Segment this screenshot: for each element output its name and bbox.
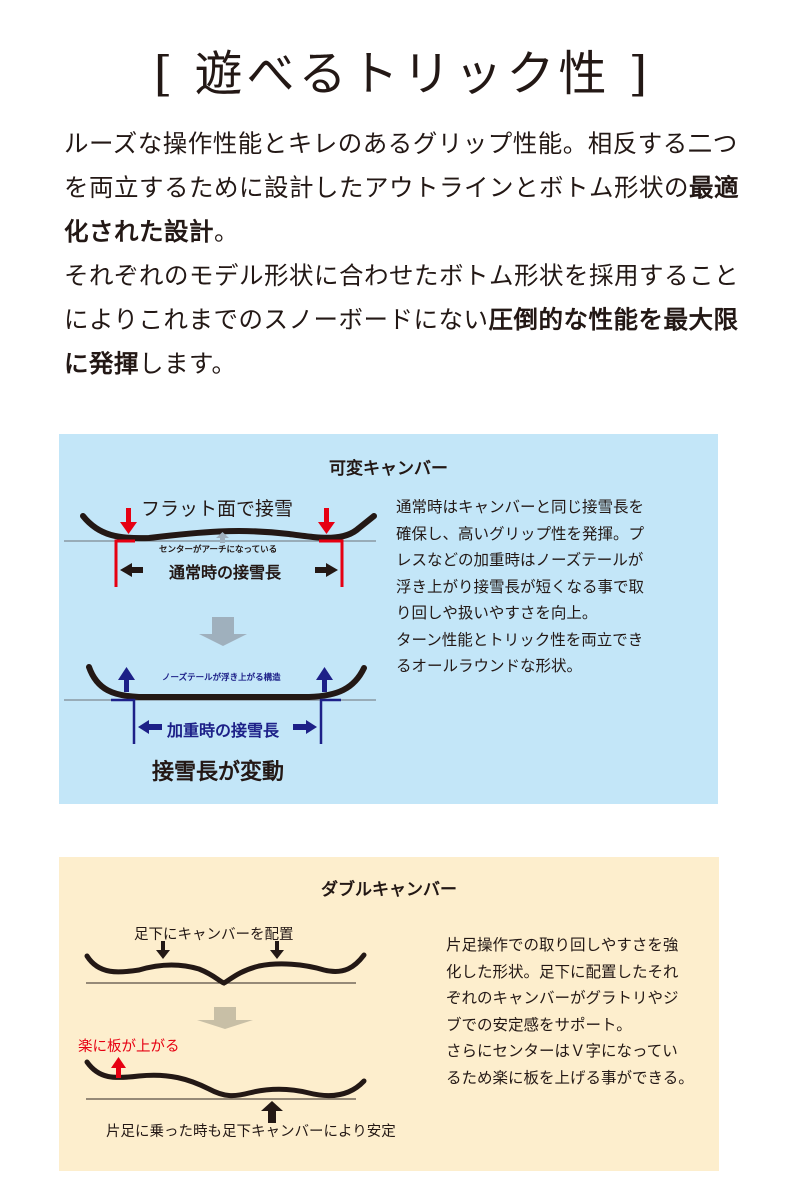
board-profile-icon xyxy=(80,513,377,542)
horizontal-arrow-icon xyxy=(120,563,338,577)
transition-arrow-icon xyxy=(199,617,247,646)
description-line: 確保し、高いグリップ性を発揮。プ xyxy=(396,524,645,543)
contact-length-bracket xyxy=(111,698,341,744)
flat-contact-label: フラット面で接雪 xyxy=(141,498,294,520)
variable-camber-panel: 可変キャンバー xyxy=(59,434,718,804)
description-line: さらにセンターはＶ字になってい xyxy=(446,1042,678,1060)
description-line: ターン性能とトリック性を両立でき xyxy=(396,630,644,649)
variable-camber-description: 通常時はキャンバーと同じ接雪長を 確保し、高いグリップ性を発揮。プ レスなどの加… xyxy=(396,494,706,680)
intro-emphasis: 最適化された設計 xyxy=(64,173,739,246)
intro-text: ルーズな操作性能とキレのあるグリップ性能。相反する二つを両立するために設計したア… xyxy=(64,129,738,202)
bracket-close: ] xyxy=(628,46,652,102)
double-camber-panel: ダブルキャンバー 足下にキャンバーを配置 楽に板が上 xyxy=(59,857,719,1171)
intro-text: します。 xyxy=(139,349,237,378)
intro-text: それぞれのモデル形状に合わせたボトム形状を採用することによりこれまでのスノーボー… xyxy=(64,261,739,334)
transition-arrow-icon xyxy=(197,1007,253,1029)
intro-para-1: ルーズな操作性能とキレのあるグリップ性能。相反する二つを両立するために設計したア… xyxy=(64,122,744,254)
variable-camber-diagram xyxy=(64,508,377,744)
intro-para-2: それぞれのモデル形状に合わせたボトム形状を採用することによりこれまでのスノーボー… xyxy=(64,254,744,386)
up-arrow-icon xyxy=(111,1057,126,1078)
easy-lift-label: 楽に板が上がる xyxy=(78,1039,180,1055)
nose-tail-lift-note: ノーズテールが浮き上がる構造 xyxy=(162,673,281,683)
contact-length-varies-label: 接雪長が変動 xyxy=(152,760,285,785)
camber-under-feet-label: 足下にキャンバーを配置 xyxy=(134,927,294,943)
intro-text: 。 xyxy=(214,217,239,246)
panel-title: ダブルキャンバー xyxy=(321,880,457,900)
contact-length-bracket xyxy=(114,539,344,587)
double-camber-description: 片足操作での取り回しやすさを強 化した形状。足下に配置したそれ ぞれのキャンバー… xyxy=(446,932,716,1091)
description-line: るオールラウンドな形状。 xyxy=(396,657,583,675)
up-arrow-icon xyxy=(118,667,333,692)
description-line: 化した形状。足下に配置したそれ xyxy=(446,962,679,981)
down-arrow-icon xyxy=(120,508,335,534)
up-arrow-icon xyxy=(216,532,229,543)
description-line: るため楽に板を上げる事ができる。 xyxy=(446,1068,694,1087)
double-camber-diagram xyxy=(84,941,367,1123)
intro-emphasis: 圧倒的な性能を最大限に発揮 xyxy=(64,305,739,378)
center-arch-note: センターがアーチになっている xyxy=(159,545,278,555)
description-line: 片足操作での取り回しやすさを強 xyxy=(446,936,679,954)
description-line: 通常時はキャンバーと同じ接雪長を xyxy=(396,498,645,516)
description-line: 浮き上がり接雪長が短くなる事で取 xyxy=(396,577,645,596)
pressed-contact-length-label: 加重時の接雪長 xyxy=(167,721,280,740)
description-line: ブでの安定感をサポート。 xyxy=(446,1015,632,1034)
intro-paragraph: ルーズな操作性能とキレのあるグリップ性能。相反する二つを両立するために設計したア… xyxy=(64,122,744,386)
description-line: レスなどの加重時はノーズテールが xyxy=(396,551,644,569)
title-text: 遊べるトリック性 xyxy=(194,46,611,102)
normal-contact-length-label: 通常時の接雪長 xyxy=(169,563,282,582)
board-profile-icon xyxy=(84,952,367,986)
horizontal-arrow-icon xyxy=(138,720,317,734)
description-line: ぞれのキャンバーがグラトリやジ xyxy=(446,989,679,1007)
down-arrow-icon xyxy=(156,941,284,959)
stable-on-one-foot-label: 片足に乗った時も足下キャンバーにより安定 xyxy=(106,1124,396,1140)
up-arrow-icon xyxy=(261,1101,283,1123)
page-title: [ 遊べるトリック性] xyxy=(0,34,805,114)
panel-title: 可変キャンバー xyxy=(329,459,448,479)
board-profile-icon xyxy=(84,1059,367,1099)
board-profile-icon xyxy=(86,664,367,700)
bracket-open: [ xyxy=(153,46,177,102)
description-line: り回しや扱いやすさを向上。 xyxy=(396,604,598,622)
